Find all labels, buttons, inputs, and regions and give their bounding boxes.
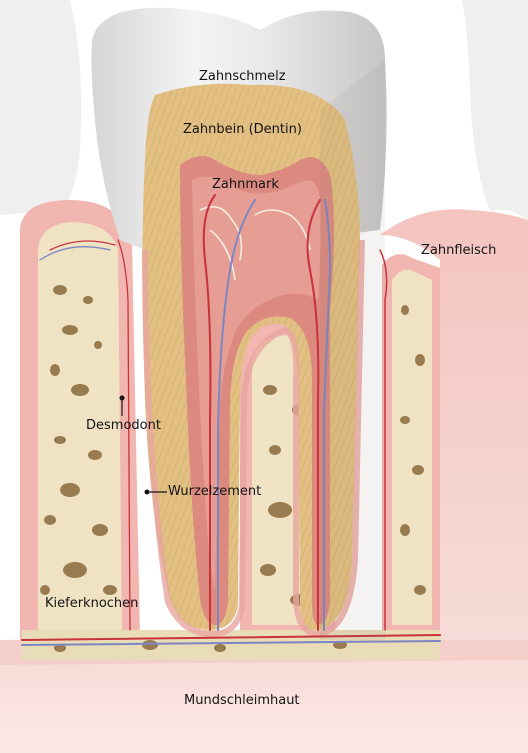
- mucosa: [0, 640, 528, 753]
- leader-lines: [121, 398, 167, 493]
- left-neighbour-tooth: [0, 0, 82, 215]
- right-neighbour-tooth: [462, 0, 528, 220]
- blood-vessels: [21, 194, 441, 646]
- label-cementum: Wurzelzement: [168, 484, 262, 499]
- leader-dots: [119, 395, 150, 495]
- label-gum: Zahnfleisch: [421, 243, 497, 258]
- label-mucosa: Mundschleimhaut: [184, 693, 300, 708]
- nerves: [199, 205, 311, 281]
- cementum: [142, 239, 365, 638]
- label-enamel: Zahnschmelz: [199, 69, 286, 84]
- label-jawbone: Kieferknochen: [45, 596, 139, 611]
- label-periodontium: Desmodont: [86, 418, 161, 433]
- bone-floor: [22, 630, 440, 660]
- right-gum: [380, 209, 528, 640]
- label-dentin: Zahnbein (Dentin): [183, 122, 302, 137]
- section-face: [320, 60, 385, 640]
- label-pulp: Zahnmark: [212, 177, 279, 192]
- enamel: [91, 7, 387, 251]
